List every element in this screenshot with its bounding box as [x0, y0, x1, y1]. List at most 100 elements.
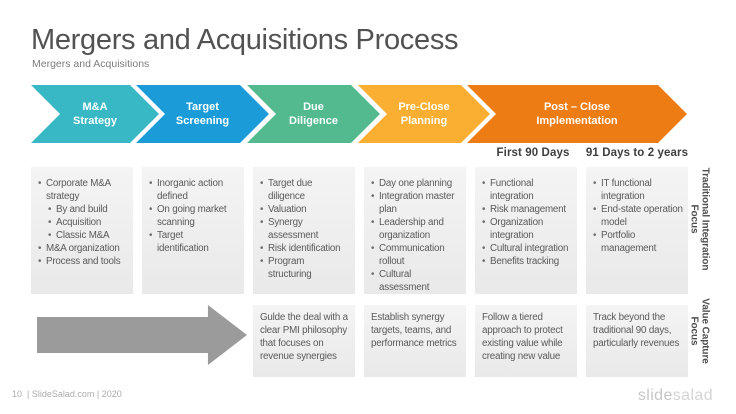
- bullet-item: •Leadership and organization: [371, 216, 464, 242]
- bullet-text: Target due diligence: [268, 178, 313, 202]
- bullet-text: Acquisition: [56, 217, 102, 228]
- logo-part-salad: salad: [672, 387, 713, 404]
- value-text: Follow a tiered approach to protect exis…: [482, 312, 563, 362]
- page-subtitle: Mergers and Acquisitions: [32, 58, 150, 70]
- panel-ma-strategy: •Corporate M&A strategy•By and build•Acq…: [31, 167, 133, 294]
- side-label-value-capture-focus: Value Capture Focus: [689, 298, 711, 364]
- bullet-item: •By and build: [48, 203, 131, 216]
- bullet-item: • Synergy assessment: [260, 216, 353, 242]
- slidesalad-logo: slidesalad: [638, 387, 713, 405]
- value-panel-pre-close: Establish synergy targets, teams, and pe…: [364, 305, 466, 377]
- bullet-text: Integration master plan: [379, 191, 455, 215]
- bullet-marker: •: [371, 217, 375, 228]
- panel-91-days-2-years: • IT functional integration • End-state ope…: [586, 167, 688, 294]
- bullet-marker: •: [149, 178, 153, 189]
- bullet-marker: •: [593, 230, 597, 241]
- bullet-text: Process and tools: [46, 256, 121, 267]
- bullet-item: • Communication rollout: [371, 242, 464, 268]
- bullet-marker: •: [593, 178, 597, 189]
- bullet-text: Valuation: [268, 204, 307, 215]
- bullet-text: Classic M&A: [56, 230, 110, 241]
- bullet-item: • Organization integration: [482, 216, 575, 242]
- bullet-marker: •: [371, 269, 375, 280]
- bullet-marker: •: [149, 230, 153, 241]
- bullet-text: End-state operation model: [601, 204, 683, 228]
- bullet-marker: •: [482, 178, 486, 189]
- bullet-text: Target identification: [157, 230, 209, 254]
- bullet-text: Functional integration: [490, 178, 534, 202]
- bullet-text: Risk identification: [268, 243, 341, 254]
- bullet-text: Corporate M&A strategy: [46, 178, 111, 202]
- stage-arrow-post-close-implementation: Post – Close Implementation: [467, 85, 687, 143]
- bullet-item: • Acquisition: [48, 216, 131, 229]
- stage-label: Target Screening: [175, 101, 230, 127]
- bullet-text: Portfolio management: [601, 230, 657, 254]
- stage-label: Post – Close Implementation: [536, 101, 618, 127]
- panel-due-diligence: • Target due diligence • Valuation • Synergy …: [253, 167, 355, 294]
- bullet-marker: •: [593, 204, 597, 215]
- stage-label: M&A Strategy: [72, 101, 118, 127]
- bullet-item: • Program structuring: [260, 255, 353, 281]
- value-panel-first-90-days: Follow a tiered approach to protect exis…: [475, 305, 577, 377]
- bullet-marker: •: [48, 217, 52, 228]
- bullet-text: Day one planning: [379, 178, 453, 189]
- stage-arrow-ma-strategy: M&A Strategy: [31, 85, 159, 143]
- page-number: 10: [12, 389, 23, 399]
- bullet-item: • Day one planning: [371, 177, 464, 190]
- bullet-item: • Portfolio management: [593, 229, 686, 255]
- panel-pre-close-planning: • Day one planning • Integration master pla…: [364, 167, 466, 294]
- bullet-item: • Target due diligence: [260, 177, 353, 203]
- bullet-item: • Valuation: [260, 203, 353, 216]
- timeline-label-91-days-2-years: 91 Days to 2 years: [585, 147, 689, 159]
- bullet-text: Organization integration: [490, 217, 544, 241]
- bullet-marker: •: [260, 178, 264, 189]
- bullet-marker: •: [371, 243, 375, 254]
- bullet-item: • Integration master plan: [371, 190, 464, 216]
- bullet-marker: •: [48, 230, 52, 241]
- timeline-label-first-90-days: First 90 Days: [496, 147, 570, 159]
- bullet-marker: •: [260, 256, 264, 267]
- bullet-marker: •: [371, 191, 375, 202]
- logo-part-slide: slide: [637, 387, 673, 404]
- bullet-marker: •: [482, 256, 486, 267]
- bullet-item: •On going market scanning: [149, 203, 242, 229]
- value-text: Gulde the deal with a clear PMI philosop…: [260, 312, 348, 362]
- bullet-marker: •: [371, 178, 375, 189]
- bullet-text: Program structuring: [268, 256, 312, 280]
- bullet-item: • IT functional integration: [593, 177, 686, 203]
- bullet-text: Communication rollout: [379, 243, 445, 267]
- bullet-marker: •: [260, 217, 264, 228]
- bullet-text: IT functional integration: [601, 178, 652, 202]
- bullet-marker: •: [482, 204, 486, 215]
- bullet-text: M&A organization: [46, 243, 120, 254]
- panel-target-screening: •Inorganic action defined•On going marke…: [142, 167, 244, 294]
- bullet-text: Cultural integration: [490, 243, 569, 254]
- bullet-marker: •: [260, 243, 264, 254]
- bullet-item: • Risk management: [482, 203, 575, 216]
- bullet-item: • Functional integration: [482, 177, 575, 203]
- bullet-item: •Process and tools: [38, 255, 131, 268]
- bullet-text: Cultural assessment: [379, 269, 430, 293]
- bullet-marker: •: [38, 178, 42, 189]
- value-panel-due-diligence: Gulde the deal with a clear PMI philosop…: [253, 305, 355, 377]
- bullet-item: • Corporate M&A strategy: [38, 177, 131, 203]
- bullet-text: On going market scanning: [157, 204, 227, 228]
- stage-label: Pre-Close Planning: [398, 101, 450, 127]
- bullet-item: •Benefits tracking: [482, 255, 575, 268]
- bullet-marker: •: [260, 204, 264, 215]
- bullet-item: • Cultural integration: [482, 242, 575, 255]
- bullet-item: •Inorganic action defined: [149, 177, 242, 203]
- bullet-text: Synergy assessment: [268, 217, 319, 241]
- value-text: Track beyond the traditional 90 days, pa…: [593, 312, 680, 349]
- bullet-text: Risk management: [490, 204, 566, 215]
- stage-detail-panels: •Corporate M&A strategy•By and build•Acq…: [31, 167, 688, 294]
- bullet-marker: •: [38, 243, 42, 254]
- footer-source: | SlideSalad.com | 2020: [27, 389, 122, 399]
- page-title: Mergers and Acquisitions Process: [31, 24, 459, 56]
- value-text: Establish synergy targets, teams, and pe…: [371, 312, 457, 349]
- value-capture-panels: Gulde the deal with a clear PMI philosop…: [31, 305, 688, 377]
- value-panel-91-days: Track beyond the traditional 90 days, pa…: [586, 305, 688, 377]
- bullet-item: • End-state operation model: [593, 203, 686, 229]
- bullet-marker: •: [482, 243, 486, 254]
- bullet-marker: •: [482, 217, 486, 228]
